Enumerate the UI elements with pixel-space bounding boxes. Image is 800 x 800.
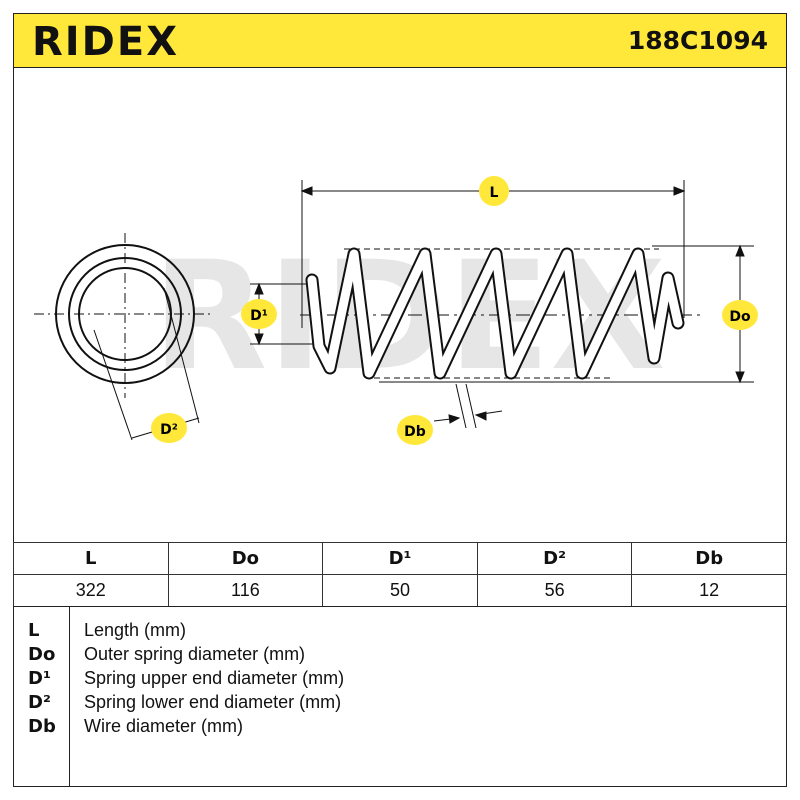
- spec-value: 50: [322, 574, 478, 607]
- dimension-lines: [250, 180, 754, 429]
- label-Db: Db: [397, 415, 433, 445]
- part-number: 188C1094: [627, 26, 768, 55]
- brand-logo: RIDEX: [32, 19, 180, 65]
- spec-header: L: [13, 542, 169, 575]
- svg-text:Do: Do: [729, 309, 751, 325]
- svg-text:L: L: [490, 185, 499, 201]
- spec-header: Db: [631, 542, 787, 575]
- legend-row: L Length (mm): [14, 620, 786, 644]
- spec-value-row: 322 116 50 56 12: [13, 574, 787, 607]
- spring-drawing-svg: RIDEX: [34, 176, 758, 445]
- label-D2: D²: [151, 413, 187, 443]
- legend-description: Outer spring diameter (mm): [84, 644, 306, 664]
- svg-text:Db: Db: [404, 424, 426, 440]
- spring-diagram: RIDEX: [14, 68, 786, 542]
- legend-row: Do Outer spring diameter (mm): [14, 644, 786, 668]
- svg-text:D²: D²: [160, 422, 178, 438]
- spec-header: Do: [167, 542, 324, 575]
- spec-value: 116: [167, 574, 324, 607]
- legend-row: D¹ Spring upper end diameter (mm): [14, 668, 786, 692]
- legend-symbol: D¹: [28, 668, 51, 689]
- label-L: L: [479, 176, 509, 206]
- legend-symbol: Db: [28, 716, 56, 737]
- spec-value: 322: [13, 574, 169, 607]
- spec-header: D¹: [322, 542, 478, 575]
- legend-symbol: L: [28, 620, 40, 641]
- label-Do: Do: [722, 300, 758, 330]
- legend-symbol: Do: [28, 644, 56, 665]
- spec-value: 56: [476, 574, 633, 607]
- svg-text:D¹: D¹: [250, 308, 268, 324]
- spec-header: D²: [476, 542, 633, 575]
- legend-row: Db Wire diameter (mm): [14, 716, 786, 740]
- legend-description: Spring lower end diameter (mm): [84, 692, 342, 712]
- legend-row: D² Spring lower end diameter (mm): [14, 692, 786, 716]
- legend-divider: [69, 607, 70, 786]
- legend: L Length (mm) Do Outer spring diameter (…: [13, 606, 787, 787]
- spec-table: L Do D¹ D² Db 322 116 50 56 12: [13, 542, 787, 607]
- spring-inner: [307, 249, 683, 378]
- legend-symbol: D²: [28, 692, 51, 713]
- header-bar: RIDEX 188C1094: [13, 13, 787, 68]
- spring-hidden-edges: [344, 248, 659, 379]
- label-D1: D¹: [241, 299, 277, 329]
- spec-value: 12: [631, 574, 787, 607]
- legend-description: Spring upper end diameter (mm): [84, 668, 345, 688]
- legend-description: Wire diameter (mm): [84, 716, 244, 736]
- spec-header-row: L Do D¹ D² Db: [13, 542, 787, 575]
- legend-description: Length (mm): [84, 620, 187, 640]
